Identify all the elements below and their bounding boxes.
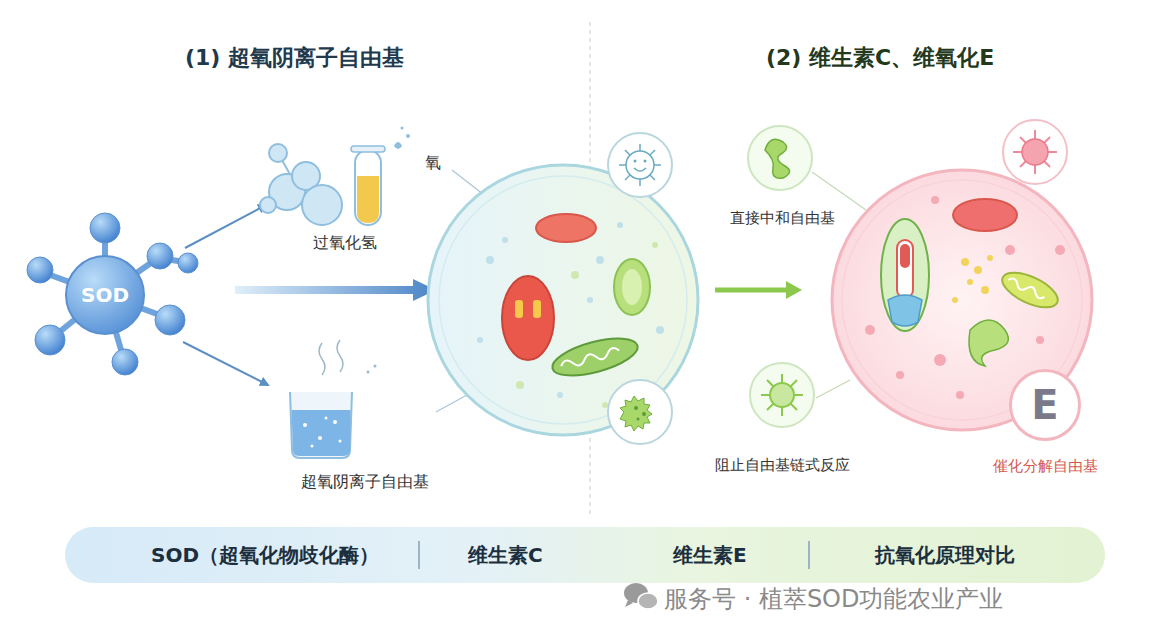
comparison-band: SOD（超氧化物歧化酶） 维生素C 维生素E 抗氧化原理对比 <box>65 527 1105 583</box>
mechanism-label: 催化分解自由基 <box>993 457 1098 476</box>
mechanism-label: 阻止自由基链式反应 <box>715 456 850 475</box>
band-text: 抗氧化原理对比 <box>875 543 1015 568</box>
band-separator <box>808 541 810 569</box>
band-text: 维生素E <box>673 543 747 568</box>
section-title: (2) 维生素C、维氧化E <box>766 44 994 72</box>
section-title: (1) 超氧阴离子自由基 <box>185 44 404 72</box>
node-text: E <box>1031 383 1058 427</box>
band-text: SOD（超氧化物歧化酶） <box>151 543 379 568</box>
watermark: 服务号 · 植萃SOD功能农业产业 <box>664 584 1004 614</box>
band-text: 维生素C <box>468 543 543 568</box>
substance-label: 超氧阴离子自由基 <box>301 472 429 492</box>
band-separator <box>418 541 420 569</box>
vitamin-e-badge: E <box>1009 369 1081 441</box>
mechanism-label: 直接中和自由基 <box>730 209 835 228</box>
element-label: 氧 <box>425 153 441 173</box>
node-text: SOD <box>81 284 129 306</box>
substance-label: 过氧化氢 <box>313 233 377 253</box>
sod-molecule: SOD <box>65 255 145 335</box>
